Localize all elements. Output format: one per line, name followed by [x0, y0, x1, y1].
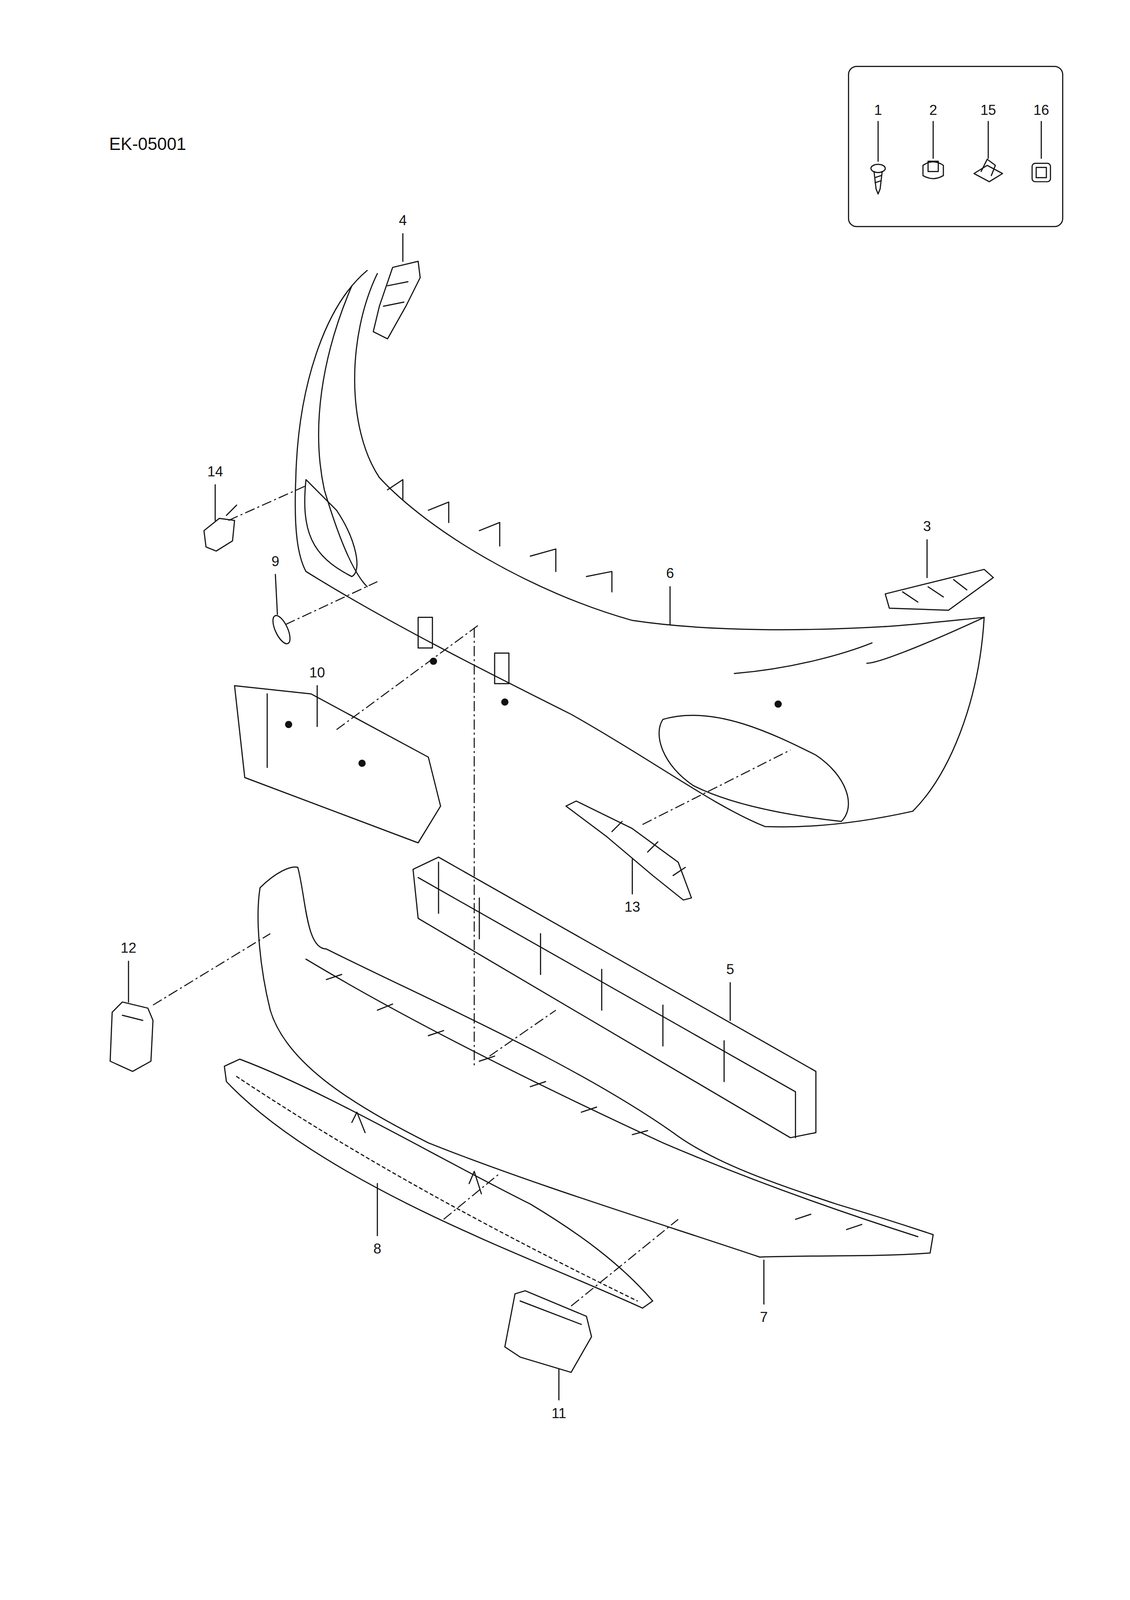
callout-number: 7	[760, 1309, 768, 1324]
callout-number: 2	[929, 102, 937, 118]
callout-number: 11	[551, 1405, 566, 1420]
callout-number: 10	[309, 665, 325, 680]
callout-number: 16	[1033, 102, 1049, 118]
callout-number: 8	[373, 1241, 382, 1256]
callout-number: 6	[666, 565, 674, 581]
callout-number: 9	[271, 554, 280, 569]
callout-number: 15	[980, 102, 997, 118]
callout-number: 12	[120, 940, 137, 955]
callout-number: 14	[207, 464, 223, 479]
callout-number: 3	[923, 518, 931, 534]
callout-number: 4	[398, 213, 407, 228]
title-code: EK-05001	[108, 135, 186, 153]
callout-number: 5	[726, 961, 735, 976]
callout-number: 13	[624, 899, 640, 914]
callout-number: 1	[874, 102, 883, 118]
